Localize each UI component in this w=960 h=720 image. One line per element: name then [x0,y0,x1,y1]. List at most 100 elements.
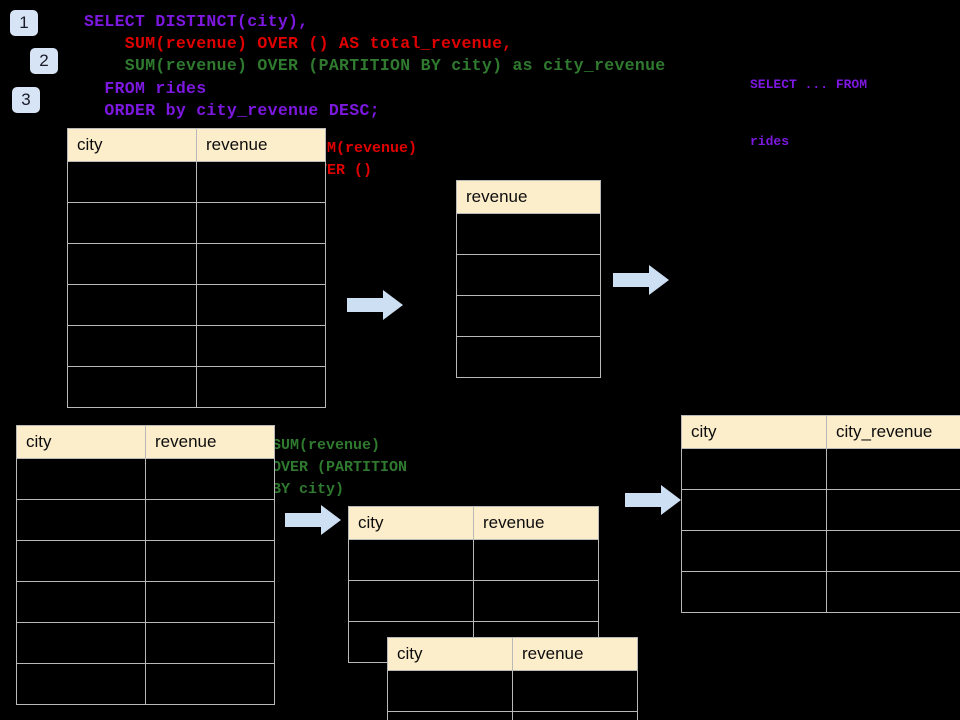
cell-city [681,571,827,613]
table-row [681,489,960,531]
sql-line-select: SELECT DISTINCT(city), [84,12,309,31]
column-header-city: city [681,415,827,449]
table-row [67,325,326,367]
table-row [16,499,275,541]
cell-revenue [145,622,275,664]
table-row [387,711,638,720]
step-badge-3: 3 [12,87,40,113]
cell-city [67,161,197,203]
table-body [67,161,326,408]
column-header-revenue: revenue [196,128,326,162]
cell-city [387,670,513,712]
cell-city [16,622,146,664]
table-header-row: city revenue [16,425,275,459]
table-header-row: city revenue [387,637,638,671]
cell-city [67,284,197,326]
cell-city [16,458,146,500]
table-row [67,366,326,408]
cell-city [67,202,197,244]
cell-revenue [473,580,599,622]
cell-revenue [512,670,638,712]
sidenote-line-2: rides [750,134,790,149]
cell-revenue [456,336,601,378]
cell-revenue [145,540,275,582]
table-header-row: city revenue [67,128,326,162]
table-body [387,670,638,720]
cell-revenue [456,213,601,255]
arrow-partition-to-result-icon [625,485,681,515]
table-row [681,571,960,613]
table-row [67,202,326,244]
cell-city [387,711,513,720]
cell-city [16,581,146,623]
table-body [681,448,960,613]
cell-revenue [145,663,275,705]
table-row [67,243,326,285]
cell-city [348,580,474,622]
table-row [67,284,326,326]
cell-city-revenue [826,489,960,531]
arrow-total-to-result-icon [613,265,669,295]
cell-revenue [196,366,326,408]
cell-city [67,366,197,408]
cell-city-revenue [826,530,960,572]
table-source-bottom: city revenue [16,425,275,705]
cell-revenue [196,325,326,367]
table-body [456,213,601,378]
cell-city [16,663,146,705]
column-header-revenue: revenue [145,425,275,459]
cell-revenue [196,243,326,285]
table-body [348,539,599,663]
annotation-over-partition: SUM(revenue) OVER (PARTITION BY city) [272,437,408,498]
table-row [16,581,275,623]
cell-city [67,243,197,285]
cell-revenue [456,254,601,296]
cell-revenue [196,161,326,203]
table-row [387,670,638,712]
table-row [456,336,601,378]
table-partition-back: city revenue [348,506,599,663]
cell-city [681,530,827,572]
column-header-city: city [387,637,513,671]
sql-line-order-by: ORDER by city_revenue DESC; [84,101,380,120]
arrow-source-to-total-icon [347,290,403,320]
cell-revenue [145,581,275,623]
table-row [456,295,601,337]
table-row [456,213,601,255]
sidenote-line-1: SELECT ... FROM [750,77,868,92]
cell-city-revenue [826,571,960,613]
cell-revenue [473,539,599,581]
step-badge-1: 1 [10,10,38,36]
column-header-revenue: revenue [473,506,599,540]
cell-revenue [145,499,275,541]
cell-city [16,540,146,582]
sql-line-city-revenue: SUM(revenue) OVER (PARTITION BY city) as… [84,56,666,75]
table-row [16,540,275,582]
table-row [681,448,960,490]
table-result: city city_revenue [681,415,960,613]
table-row [16,622,275,664]
cell-revenue [196,202,326,244]
table-header-row: city city_revenue [681,415,960,449]
column-header-revenue: revenue [456,180,601,214]
table-header-row: revenue [456,180,601,214]
column-header-revenue: revenue [512,637,638,671]
cell-city [681,489,827,531]
arrow-source-to-partition-icon [285,505,341,535]
cell-city [348,539,474,581]
sql-line-from: FROM rides [84,79,207,98]
cell-revenue [456,295,601,337]
table-row [348,539,599,581]
table-source-top: city revenue [67,128,326,408]
column-header-city: city [16,425,146,459]
table-total-revenue: revenue [456,180,601,378]
table-row [16,458,275,500]
table-header-row: city revenue [348,506,599,540]
cell-revenue [145,458,275,500]
table-row [456,254,601,296]
table-partition-front: city revenue [387,637,638,720]
table-row [67,161,326,203]
table-row [348,580,599,622]
sql-line-total-revenue: SUM(revenue) OVER () AS total_revenue, [84,34,513,53]
